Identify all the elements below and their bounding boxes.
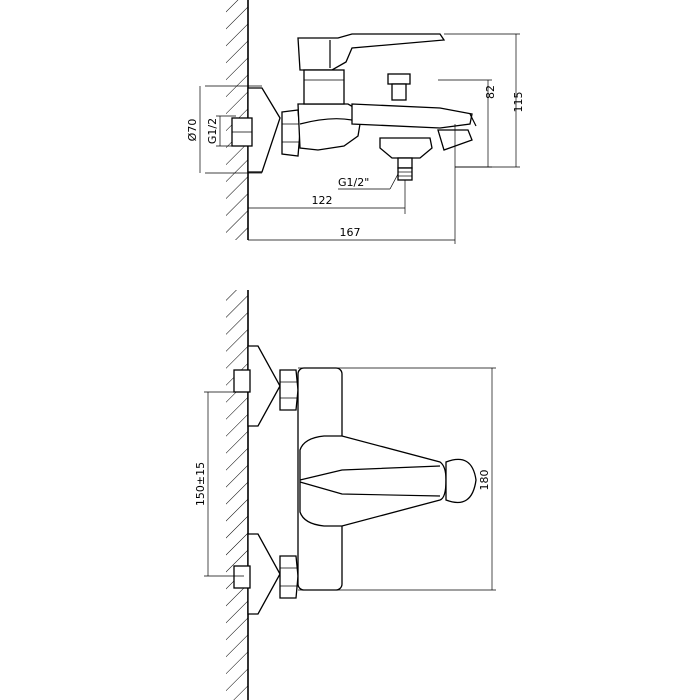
upper-hex-nut xyxy=(279,369,299,411)
dim-height-180: 180 xyxy=(478,470,491,491)
aerator-plan xyxy=(445,458,477,504)
spout-side xyxy=(351,103,473,129)
cartridge-housing xyxy=(303,69,345,105)
lower-flange xyxy=(247,533,281,615)
dim-thread-wall: G1/2 xyxy=(206,118,219,144)
dim-height-115: 115 xyxy=(512,92,525,113)
dim-thread-outlet: G1/2" xyxy=(338,176,369,189)
wall-hatch-bottom xyxy=(226,290,248,700)
upper-flange xyxy=(247,345,281,427)
lever-handle-side xyxy=(297,33,446,71)
plan-view: 180 150±15 xyxy=(194,290,496,700)
dim-width-167: 167 xyxy=(340,226,361,239)
lower-hex-nut xyxy=(279,555,299,599)
wall-flange xyxy=(247,87,281,173)
mixer-body-side xyxy=(297,103,363,151)
dim-spacing: 150±15 xyxy=(194,462,207,506)
hex-nut-side xyxy=(281,109,301,157)
dim-height-82: 82 xyxy=(484,85,497,99)
diverter-knob xyxy=(387,73,411,85)
dim-width-122: 122 xyxy=(312,194,333,207)
dim-diameter: Ø70 xyxy=(186,119,199,142)
outlet-thread xyxy=(397,167,413,181)
side-view: 82 115 Ø70 G1/2 G1/2" 122 167 xyxy=(186,0,525,244)
spout-plan xyxy=(299,435,447,527)
shower-outlet xyxy=(379,137,433,159)
